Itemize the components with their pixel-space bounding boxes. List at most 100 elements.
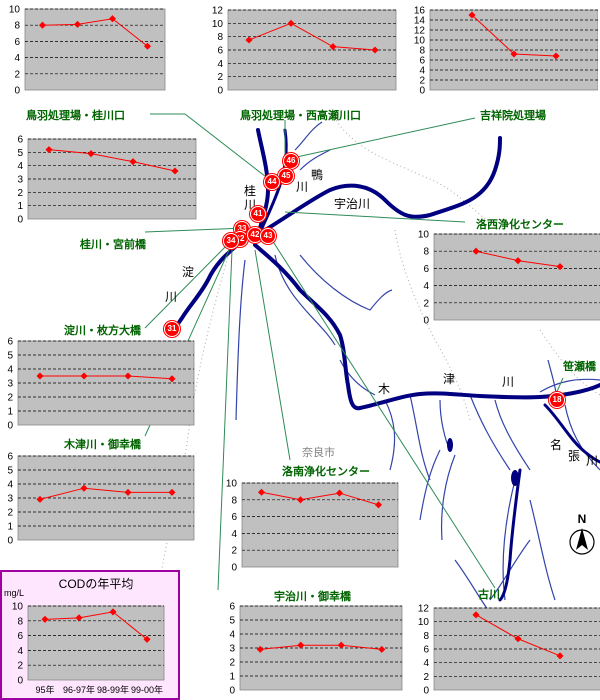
- tributary-rivers: [235, 121, 600, 621]
- y-tick-label: 4: [229, 630, 235, 641]
- series-line: [48, 149, 176, 172]
- y-tick-label: 0: [229, 686, 235, 697]
- data-point: [472, 247, 480, 255]
- map-river-label-8: 木: [378, 382, 391, 396]
- data-point: [124, 372, 132, 380]
- data-point: [552, 52, 560, 60]
- y-tick-label: 0: [217, 86, 223, 97]
- data-point: [514, 635, 522, 643]
- y-tick-label: 0: [419, 86, 425, 97]
- y-tick-label: 0: [14, 86, 20, 97]
- y-tick-label: 3: [7, 379, 13, 390]
- y-tick-label: 6: [17, 631, 23, 642]
- y-tick-label: 2: [217, 72, 223, 83]
- y-tick-label: 10: [9, 5, 21, 16]
- series-line: [248, 22, 376, 51]
- map-river-label-3: 鴨: [311, 168, 324, 182]
- y-tick-label: 8: [419, 46, 425, 57]
- series-line: [261, 491, 379, 506]
- data-point: [556, 263, 564, 271]
- series-line: [42, 18, 148, 47]
- data-point: [510, 50, 518, 58]
- y-tick-label: 1: [17, 201, 23, 212]
- map-river-label-7: 川: [165, 290, 178, 304]
- series-line: [44, 611, 148, 640]
- y-tick-label: 10: [226, 479, 238, 490]
- y-tick-label: 8: [14, 21, 20, 32]
- map-river-label-6: 淀: [182, 265, 195, 279]
- y-tick-label: 2: [423, 672, 429, 683]
- map-river-label-1: 桂: [244, 184, 257, 198]
- y-tick-label: 1: [229, 672, 235, 683]
- station-label-toba-katsura: 鳥羽処理場・桂川口: [26, 109, 125, 122]
- x-tick-label: 99-00年: [131, 684, 163, 695]
- y-tick-label: 4: [419, 66, 425, 77]
- station-label-uji-miyuki: 宇治川・御幸橋: [274, 590, 351, 603]
- y-tick-label: 10: [418, 230, 430, 241]
- station-label-yodo-hirakata: 淀川・枚方大橋: [64, 324, 141, 337]
- series-line: [39, 487, 172, 500]
- y-tick-label: 2: [7, 508, 13, 519]
- data-point: [129, 158, 137, 166]
- y-tick-label: 2: [7, 393, 13, 404]
- y-tick-label: 10: [212, 19, 224, 30]
- y-tick-label: 0: [231, 563, 237, 574]
- y-tick-label: 4: [423, 658, 429, 669]
- map-river-label-11: 名: [550, 438, 563, 452]
- data-point: [245, 36, 253, 44]
- y-tick-label: 5: [229, 616, 235, 627]
- y-tick-label: 2: [229, 658, 235, 669]
- station-label-furukawa: 古川: [478, 588, 500, 601]
- x-tick-label: 98-99年: [97, 684, 129, 695]
- y-tick-label: 8: [423, 247, 429, 258]
- y-tick-label: 12: [418, 604, 430, 615]
- y-tick-label: 2: [423, 298, 429, 309]
- y-tick-label: 2: [14, 69, 20, 80]
- station-label-toba-nishitakase: 鳥羽処理場・西高瀬川口: [240, 109, 361, 122]
- data-point: [124, 488, 132, 496]
- station-label-rakunan: 洛南浄化センター: [282, 465, 370, 478]
- map-river-label-5: 宇治川: [334, 197, 371, 211]
- y-tick-label: 10: [12, 602, 24, 613]
- series-line: [40, 375, 173, 380]
- y-tick-label: 5: [7, 466, 13, 477]
- y-tick-label: 8: [423, 631, 429, 642]
- y-tick-label: 5: [17, 148, 23, 159]
- y-tick-label: 6: [7, 337, 13, 348]
- data-point: [514, 257, 522, 265]
- y-tick-label: 4: [17, 161, 23, 172]
- map-river-label-12: 張: [568, 449, 581, 463]
- reservoirs: [447, 438, 519, 486]
- y-tick-label: 6: [423, 264, 429, 275]
- y-tick-label: 4: [14, 53, 20, 64]
- north-arrow: N: [568, 512, 596, 556]
- data-point: [337, 641, 345, 649]
- y-tick-label: 6: [17, 135, 23, 146]
- station-marker-43: 43: [260, 228, 276, 244]
- y-tick-label: 2: [231, 546, 237, 557]
- y-tick-label: 6: [229, 602, 235, 613]
- station-marker-34: 34: [223, 233, 239, 249]
- y-tick-label: 0: [7, 536, 13, 547]
- y-tick-label: 4: [7, 365, 13, 376]
- station-marker-46: 46: [283, 153, 299, 169]
- data-point: [329, 43, 337, 51]
- x-tick-label: 95年: [35, 684, 54, 695]
- y-tick-label: 6: [231, 512, 237, 523]
- y-tick-label: 12: [212, 6, 224, 17]
- y-tick-label: 6: [419, 56, 425, 67]
- map-river-label-13: 川: [586, 454, 599, 468]
- station-label-katsura-miyamae: 桂川・宮前橋: [80, 238, 146, 251]
- plot-area: [27, 605, 165, 681]
- y-tick-label: 3: [7, 494, 13, 505]
- station-marker-31: 31: [164, 321, 180, 337]
